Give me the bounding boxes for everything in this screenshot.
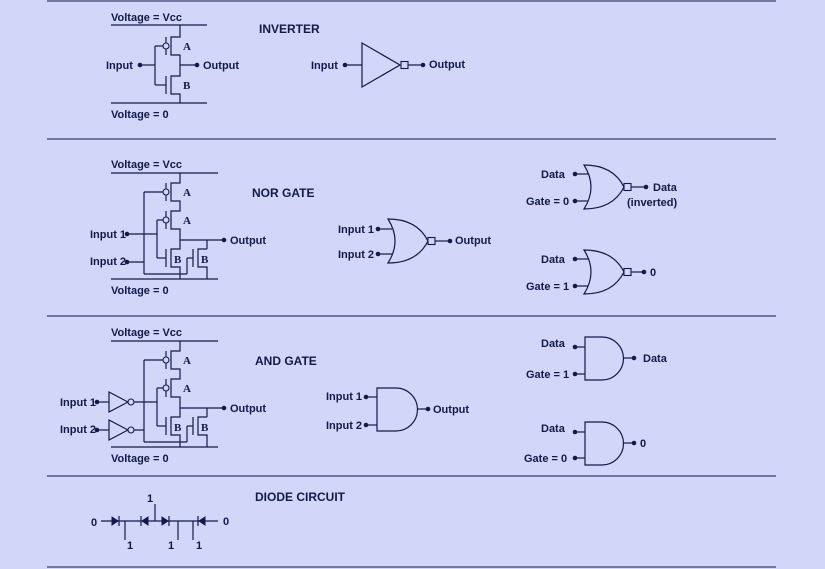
and-title: AND GATE bbox=[255, 354, 317, 368]
nor-symbol-input1-label: Input 1 bbox=[338, 224, 374, 236]
inverter-section: INVERTER Voltage = Vcc Voltage = 0 A B I… bbox=[106, 12, 465, 121]
and-ex1-gate-label: Gate = 1 bbox=[526, 369, 569, 381]
and-example-gate-1 bbox=[572, 336, 637, 381]
inverter-symbol-input-label: Input bbox=[311, 60, 338, 72]
nor-ex2-data-label: Data bbox=[541, 254, 566, 266]
and-symbol-output-label: Output bbox=[433, 404, 469, 416]
diode-bottom-label-1: 1 bbox=[127, 540, 133, 552]
nor-title: NOR GATE bbox=[252, 186, 314, 200]
and-ex1-data-label: Data bbox=[541, 338, 566, 350]
nor-transistor-a2-label: A bbox=[183, 215, 191, 227]
and-ex2-data-label: Data bbox=[541, 423, 566, 435]
and-transistor-b1-label: B bbox=[174, 422, 182, 434]
and-section: AND GATE Voltage = Vcc Voltage = 0 bbox=[60, 327, 668, 466]
and-transistor-a2-label: A bbox=[183, 383, 191, 395]
nor-transistor-b1-label: B bbox=[174, 254, 182, 266]
nor-example-gate-1 bbox=[572, 249, 647, 295]
nor-section: NOR GATE Voltage = Vcc Voltage = 0 bbox=[90, 159, 678, 297]
nor-gnd-label: Voltage = 0 bbox=[111, 285, 169, 297]
nor-vcc-label: Voltage = Vcc bbox=[111, 159, 182, 171]
nor-output-label: Output bbox=[230, 235, 266, 247]
inverter-transistor-b-label: B bbox=[183, 80, 191, 92]
inverter-transistor-a-label: A bbox=[183, 41, 191, 53]
inverter-input-label: Input bbox=[106, 60, 133, 72]
diode-section: DIODE CIRCUIT 0 0 1 1 1 1 bbox=[91, 490, 346, 552]
nor-ex2-gate-label: Gate = 1 bbox=[526, 281, 569, 293]
and-symbol-input2-label: Input 2 bbox=[326, 420, 362, 432]
diode-circuit bbox=[101, 504, 218, 540]
and-input1-label: Input 1 bbox=[60, 397, 96, 409]
and-output-label: Output bbox=[230, 403, 266, 415]
diode-right-label: 0 bbox=[223, 516, 229, 528]
nor-symbol-input2-label: Input 2 bbox=[338, 249, 374, 261]
and-example-gate-0 bbox=[572, 421, 637, 466]
inverter-title: INVERTER bbox=[259, 22, 320, 36]
diode-title: DIODE CIRCUIT bbox=[255, 490, 346, 504]
inverter-output-label: Output bbox=[203, 60, 239, 72]
nor-symbol bbox=[375, 218, 453, 264]
inverter-symbol bbox=[342, 41, 426, 89]
and-transistor-circuit bbox=[94, 341, 227, 447]
and-input2-label: Input 2 bbox=[60, 424, 96, 436]
and-symbol-input1-label: Input 1 bbox=[326, 391, 362, 403]
nor-ex1-out-note: (inverted) bbox=[627, 197, 677, 209]
and-transistor-b2-label: B bbox=[201, 422, 209, 434]
nor-transistor-circuit bbox=[124, 173, 227, 279]
and-vcc-label: Voltage = Vcc bbox=[111, 327, 182, 339]
nor-example-gate-0 bbox=[572, 164, 649, 210]
and-ex1-out-label: Data bbox=[643, 353, 668, 365]
nor-ex1-out-label: Data bbox=[653, 182, 678, 194]
nor-ex2-out-label: 0 bbox=[650, 267, 656, 279]
inverter-symbol-output-label: Output bbox=[429, 59, 465, 71]
nor-symbol-output-label: Output bbox=[455, 235, 491, 247]
and-ex2-out-label: 0 bbox=[640, 438, 646, 450]
diode-bottom-label-2: 1 bbox=[168, 540, 174, 552]
nor-input1-label: Input 1 bbox=[90, 229, 126, 241]
inverter-vcc-label: Voltage = Vcc bbox=[111, 12, 182, 24]
diode-left-label: 0 bbox=[91, 517, 97, 529]
and-gnd-label: Voltage = 0 bbox=[111, 453, 169, 465]
and-ex2-gate-label: Gate = 0 bbox=[524, 453, 567, 465]
nor-ex1-gate-label: Gate = 0 bbox=[526, 196, 569, 208]
and-transistor-a1-label: A bbox=[183, 355, 191, 367]
nor-transistor-b2-label: B bbox=[201, 254, 209, 266]
inverter-transistor-circuit bbox=[137, 25, 200, 103]
nor-transistor-a1-label: A bbox=[183, 187, 191, 199]
diode-bottom-label-3: 1 bbox=[196, 540, 202, 552]
inverter-gnd-label: Voltage = 0 bbox=[111, 109, 169, 121]
nor-ex1-data-label: Data bbox=[541, 169, 566, 181]
nor-input2-label: Input 2 bbox=[90, 256, 126, 268]
and-symbol bbox=[363, 387, 431, 432]
diode-top-label: 1 bbox=[147, 493, 153, 505]
